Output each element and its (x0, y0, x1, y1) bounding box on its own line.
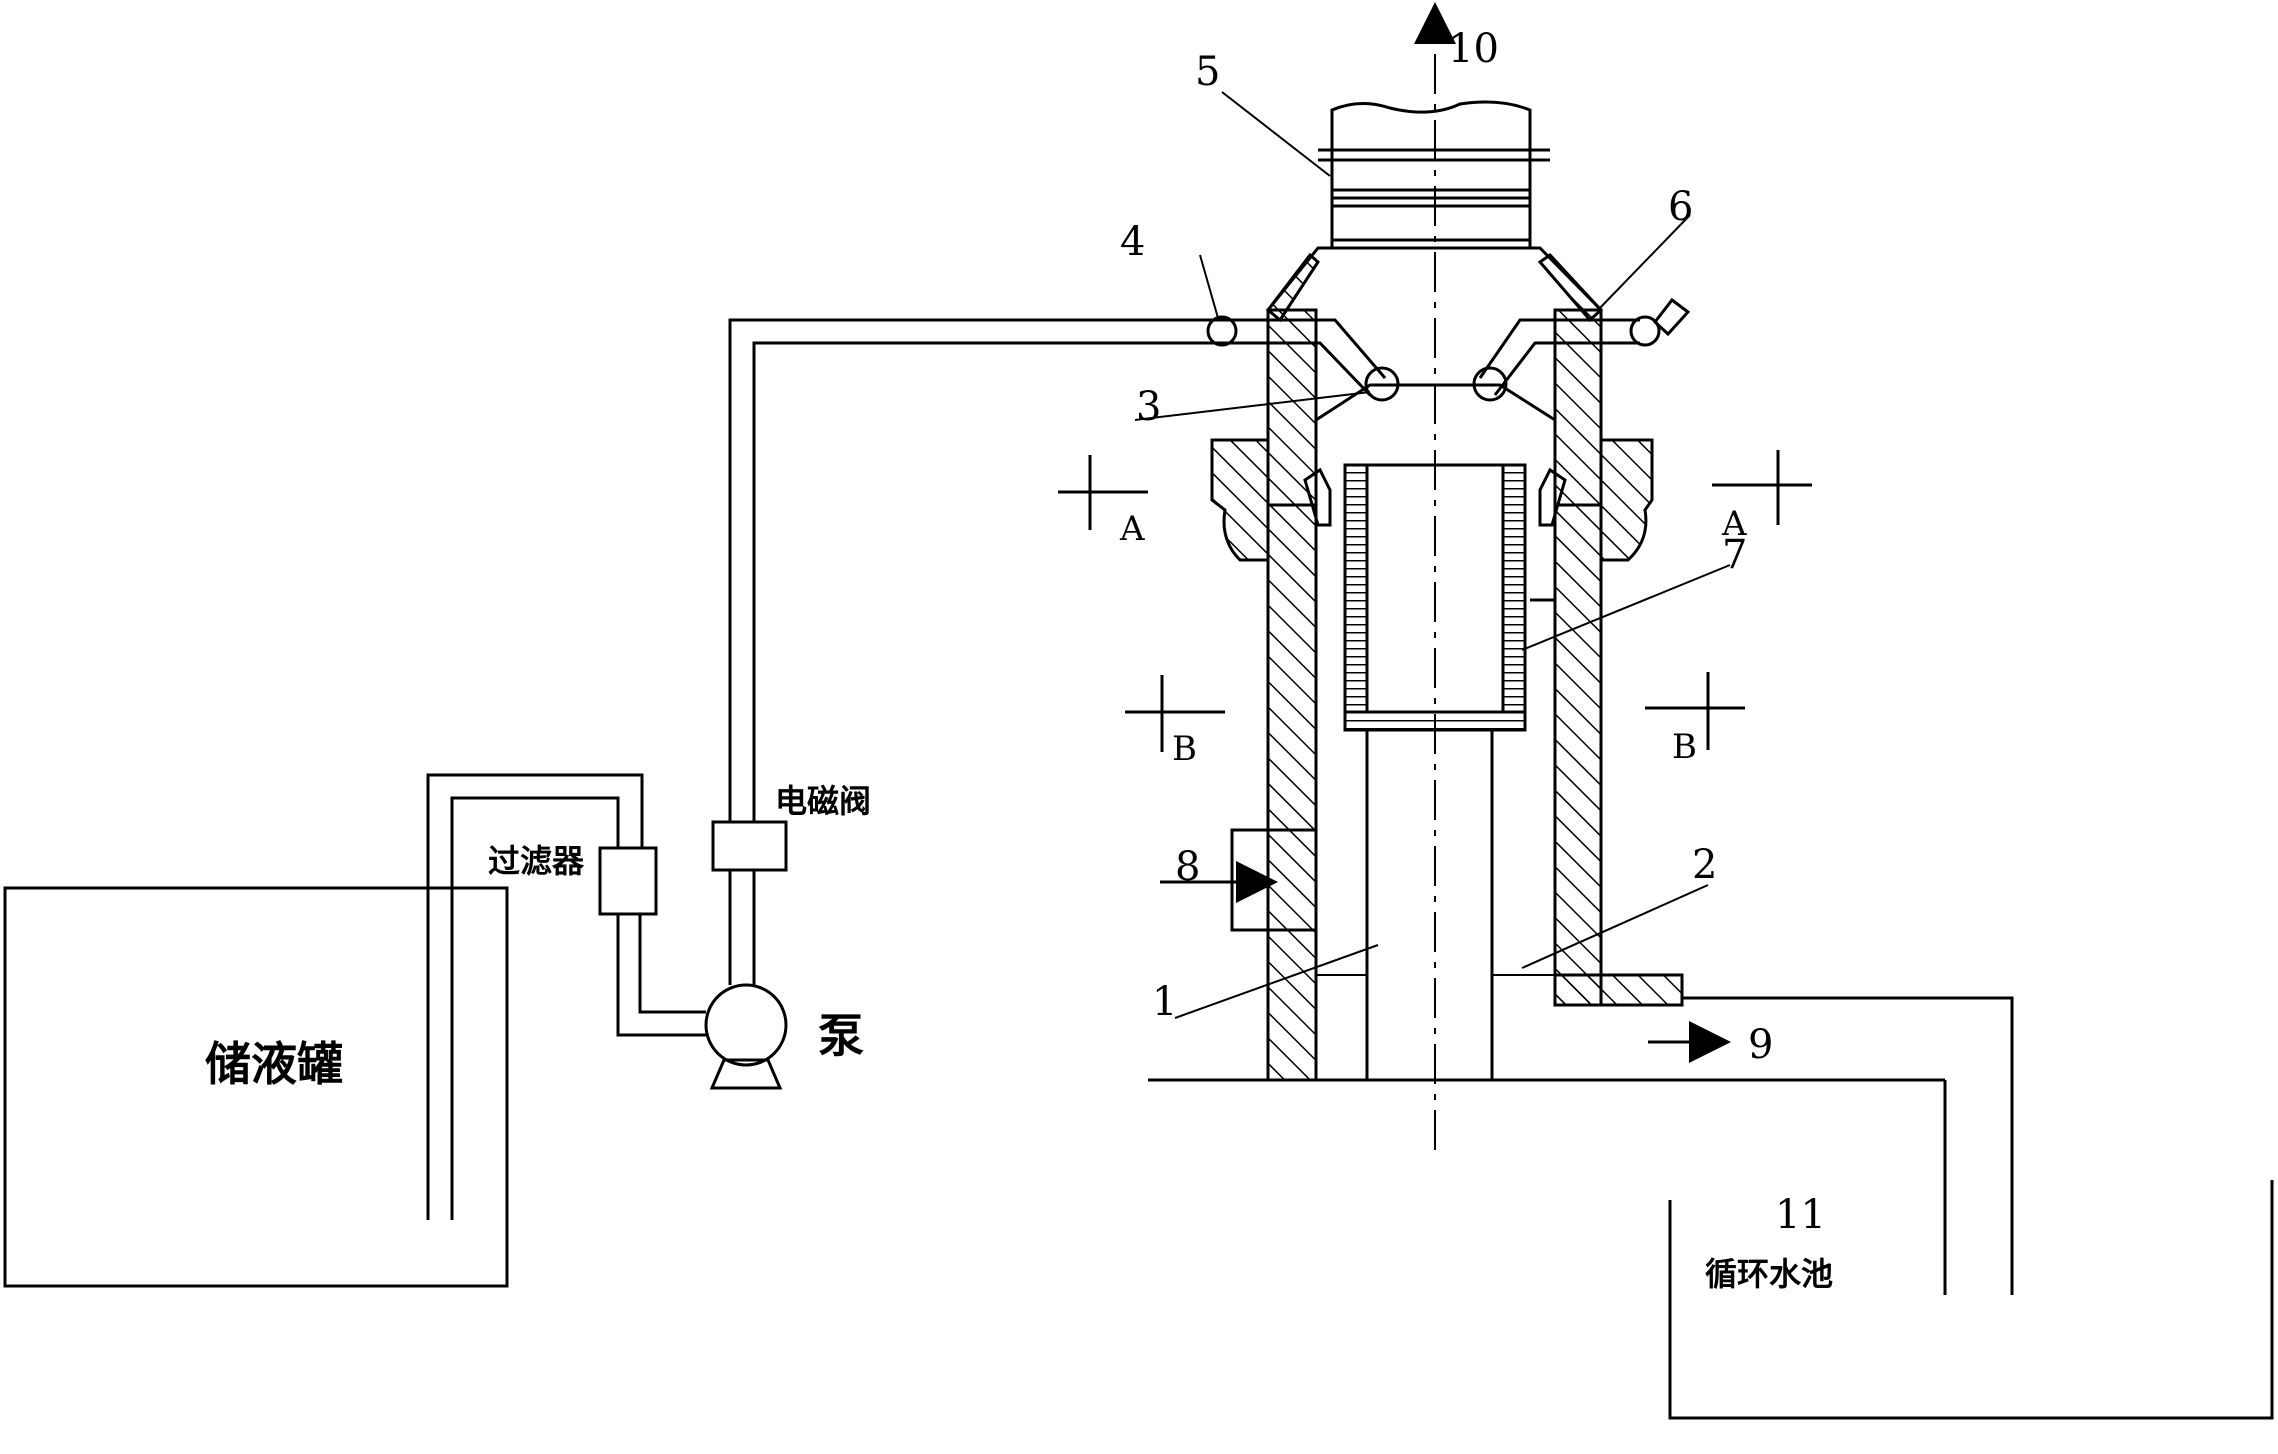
section-b-right: B (1672, 727, 1697, 767)
callout-2: 2 (1692, 842, 1717, 888)
filter-label: 过滤器 (488, 842, 585, 880)
circulation-pool (1668, 1180, 2274, 1420)
leader-lines (1134, 91, 1731, 1019)
section-a-left: A (1119, 509, 1145, 549)
callout-8: 8 (1175, 844, 1200, 890)
pump-label: 泵 (818, 1009, 864, 1063)
storage-tank-label: 储液罐 (205, 1037, 343, 1091)
suction-pipe (426, 773, 644, 1220)
storage-tank (3, 886, 509, 1288)
callout-11: 11 (1775, 1192, 1826, 1238)
callout-10: 10 (1448, 26, 1499, 72)
callout-3: 3 (1136, 384, 1161, 430)
filter-to-pump-pipe (616, 914, 706, 1037)
callout-7: 7 (1722, 532, 1747, 578)
solenoid-valve-label: 电磁阀 (775, 782, 871, 820)
solenoid-valve-box (711, 820, 788, 872)
filter-box (598, 846, 658, 916)
section-markers (1058, 450, 1812, 752)
section-b-left: B (1172, 729, 1197, 769)
nozzle-pipes (1210, 318, 1640, 397)
callout-4: 4 (1120, 219, 1145, 265)
nozzles (1206, 297, 1691, 402)
clamp-rings (1210, 438, 1654, 562)
circulation-pool-label: 循环水池 (1705, 1255, 1833, 1293)
callout-5: 5 (1195, 49, 1220, 95)
central-pipe (1316, 730, 1555, 1080)
inlet-box (1230, 828, 1318, 932)
pump (704, 983, 788, 1090)
callout-9: 9 (1748, 1022, 1773, 1068)
supply-pipe (728, 318, 1210, 985)
callout-6: 6 (1668, 184, 1693, 230)
section-a-right: A (1721, 504, 1747, 544)
drain-pipe (1682, 996, 2014, 1295)
column-walls (1266, 308, 1684, 1082)
callout-1: 1 (1152, 979, 1177, 1025)
